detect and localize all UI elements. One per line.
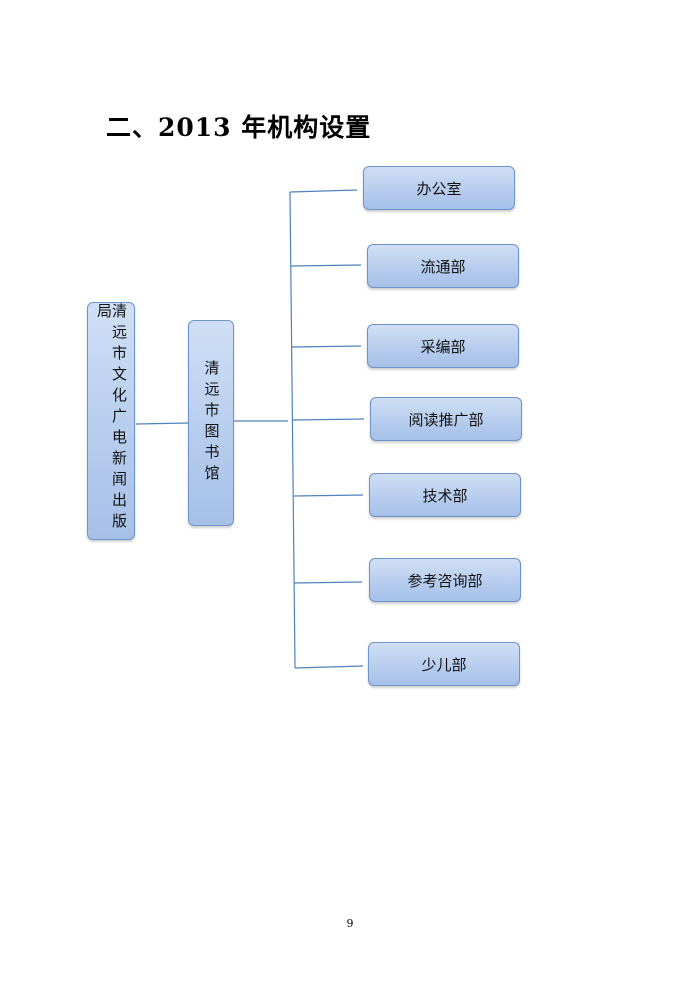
- page-title: 二、2013 年机构设置: [106, 113, 372, 142]
- dept-office-box: 办公室: [363, 166, 515, 210]
- connector-dept-3: [291, 345, 362, 348]
- dept-children-box: 少儿部: [368, 642, 520, 686]
- page-number: 9: [346, 917, 354, 930]
- connector-dept-4: [292, 418, 365, 421]
- connector-trunk: [289, 191, 296, 669]
- connector-dept-2: [290, 264, 362, 267]
- dept-reading-promotion-box: 阅读推广部: [370, 397, 522, 441]
- library-box: 清远市图书馆: [188, 320, 234, 526]
- connector-dept-1: [289, 189, 358, 193]
- dept-acquisition-box: 采编部: [367, 324, 519, 368]
- connector-dept-6: [293, 581, 363, 584]
- bureau-box: 清远市文化广电新闻出版局: [87, 302, 135, 540]
- dept-reference-box: 参考咨询部: [369, 558, 521, 602]
- connector-dept-5: [293, 494, 364, 497]
- connector-bureau-library: [135, 422, 190, 425]
- dept-technology-box: 技术部: [369, 473, 521, 517]
- dept-circulation-box: 流通部: [367, 244, 519, 288]
- connector-dept-7: [294, 665, 364, 669]
